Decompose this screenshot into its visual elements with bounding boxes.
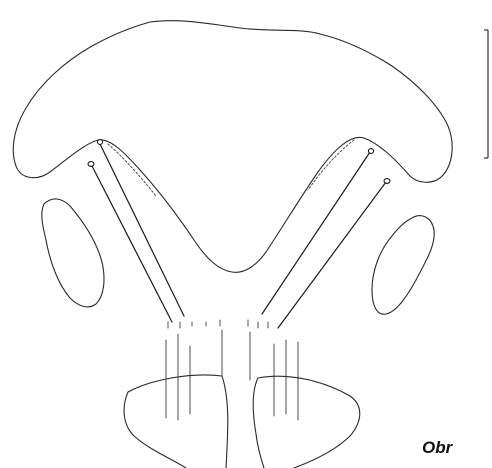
seta-left-outer xyxy=(92,166,172,322)
inner-lobe-left xyxy=(108,144,156,196)
right-lateral-lobe xyxy=(372,216,434,315)
left-lateral-lobe xyxy=(42,199,104,307)
vertical-rods xyxy=(166,334,298,420)
scale-bar xyxy=(484,30,488,158)
pore-right-inner xyxy=(368,149,373,154)
inner-lobe-right xyxy=(308,140,354,190)
lower-left-lobe xyxy=(124,375,228,468)
pore-right-outer xyxy=(384,179,390,184)
pore-left-outer xyxy=(88,162,94,167)
tick-row xyxy=(168,320,268,328)
seta-left-inner xyxy=(100,144,184,316)
lower-right-lobe xyxy=(253,376,360,468)
main-body-outline xyxy=(13,21,452,273)
seta-right-outer xyxy=(278,182,386,328)
figure-caption: Obr xyxy=(422,438,492,458)
pore-left-inner xyxy=(97,140,102,145)
